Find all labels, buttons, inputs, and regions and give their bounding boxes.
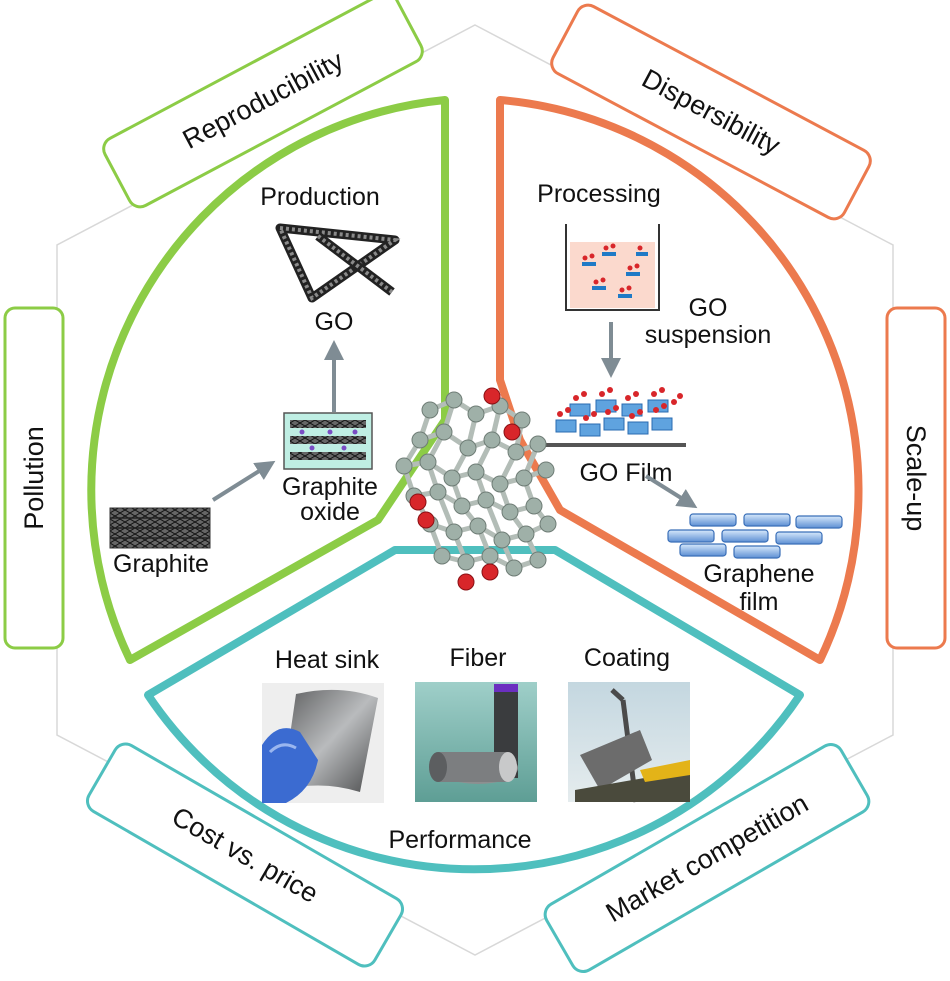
carbon-atom (491, 475, 509, 493)
heat-sink-label: Heat sink (275, 646, 380, 674)
carbon-atom (501, 503, 519, 521)
tag-pollution: Pollution (3, 306, 65, 650)
go-suspension-label-line1: GO (689, 294, 728, 322)
graphite-oxide-label-line2: oxide (300, 498, 360, 526)
carbon-atom (513, 411, 531, 429)
carbon-atom (469, 517, 487, 535)
go-film-illustration (540, 387, 686, 447)
fiber-label: Fiber (450, 644, 507, 672)
go-suspension-beaker-illustration (565, 224, 660, 311)
tag-scale-up: Scale-up (885, 306, 947, 650)
oxygen-atom (409, 493, 427, 511)
carbon-atom (459, 439, 477, 457)
carbon-atom (525, 497, 543, 515)
carbon-atom (517, 525, 535, 543)
oxygen-atom (483, 387, 501, 405)
carbon-atom (529, 435, 547, 453)
carbon-atom (411, 431, 429, 449)
graphene-film-label-line2: film (740, 588, 779, 616)
carbon-atom (421, 401, 439, 419)
fiber-photo (415, 682, 537, 802)
oxygen-atom (457, 573, 475, 591)
tag-scale-up-label: Scale-up (901, 425, 931, 532)
graphene-film-label-line1: Graphene (703, 560, 814, 588)
carbon-atom (445, 391, 463, 409)
carbon-atom (429, 483, 447, 501)
carbon-atom (443, 469, 461, 487)
carbon-atom (483, 431, 501, 449)
carbon-atom (537, 461, 555, 479)
oxygen-atom (503, 423, 521, 441)
carbon-atom (529, 551, 547, 569)
oxygen-atom (417, 511, 435, 529)
tag-pollution-label: Pollution (19, 426, 49, 530)
production-title: Production (260, 183, 380, 211)
carbon-atom (467, 463, 485, 481)
graphite-illustration (109, 507, 211, 549)
performance-title: Performance (388, 826, 531, 854)
go-label: GO (315, 308, 354, 336)
coating-photo (568, 682, 690, 803)
carbon-atom (467, 405, 485, 423)
arrow-graphite-to-oxide (211, 460, 276, 502)
carbon-atom (419, 453, 437, 471)
carbon-atom (477, 491, 495, 509)
carbon-atom (433, 547, 451, 565)
graphite-label: Graphite (113, 550, 209, 578)
graphene-film-illustration (667, 513, 843, 559)
carbon-atom (395, 457, 413, 475)
carbon-atom (539, 515, 557, 533)
processing-title: Processing (537, 180, 661, 208)
go-sheets-illustration (275, 223, 401, 303)
coating-label: Coating (584, 644, 670, 672)
carbon-atom (493, 531, 511, 549)
carbon-atom (445, 523, 463, 541)
carbon-atom (481, 547, 499, 565)
graphite-oxide-label-line1: Graphite (282, 473, 378, 501)
carbon-atom (435, 423, 453, 441)
go-suspension-label-line2: suspension (645, 321, 771, 349)
carbon-atom (507, 443, 525, 461)
hexagon-outline (56, 24, 894, 956)
arrow-film-to-graphene (644, 474, 698, 509)
carbon-atom (457, 553, 475, 571)
carbon-atom (515, 469, 533, 487)
graphite-oxide-illustration (283, 412, 373, 470)
carbon-atom (505, 559, 523, 577)
heat-sink-photo (262, 683, 384, 803)
graphene-oxide-molecule (395, 387, 557, 591)
carbon-atom (453, 497, 471, 515)
oxygen-atom (481, 563, 499, 581)
